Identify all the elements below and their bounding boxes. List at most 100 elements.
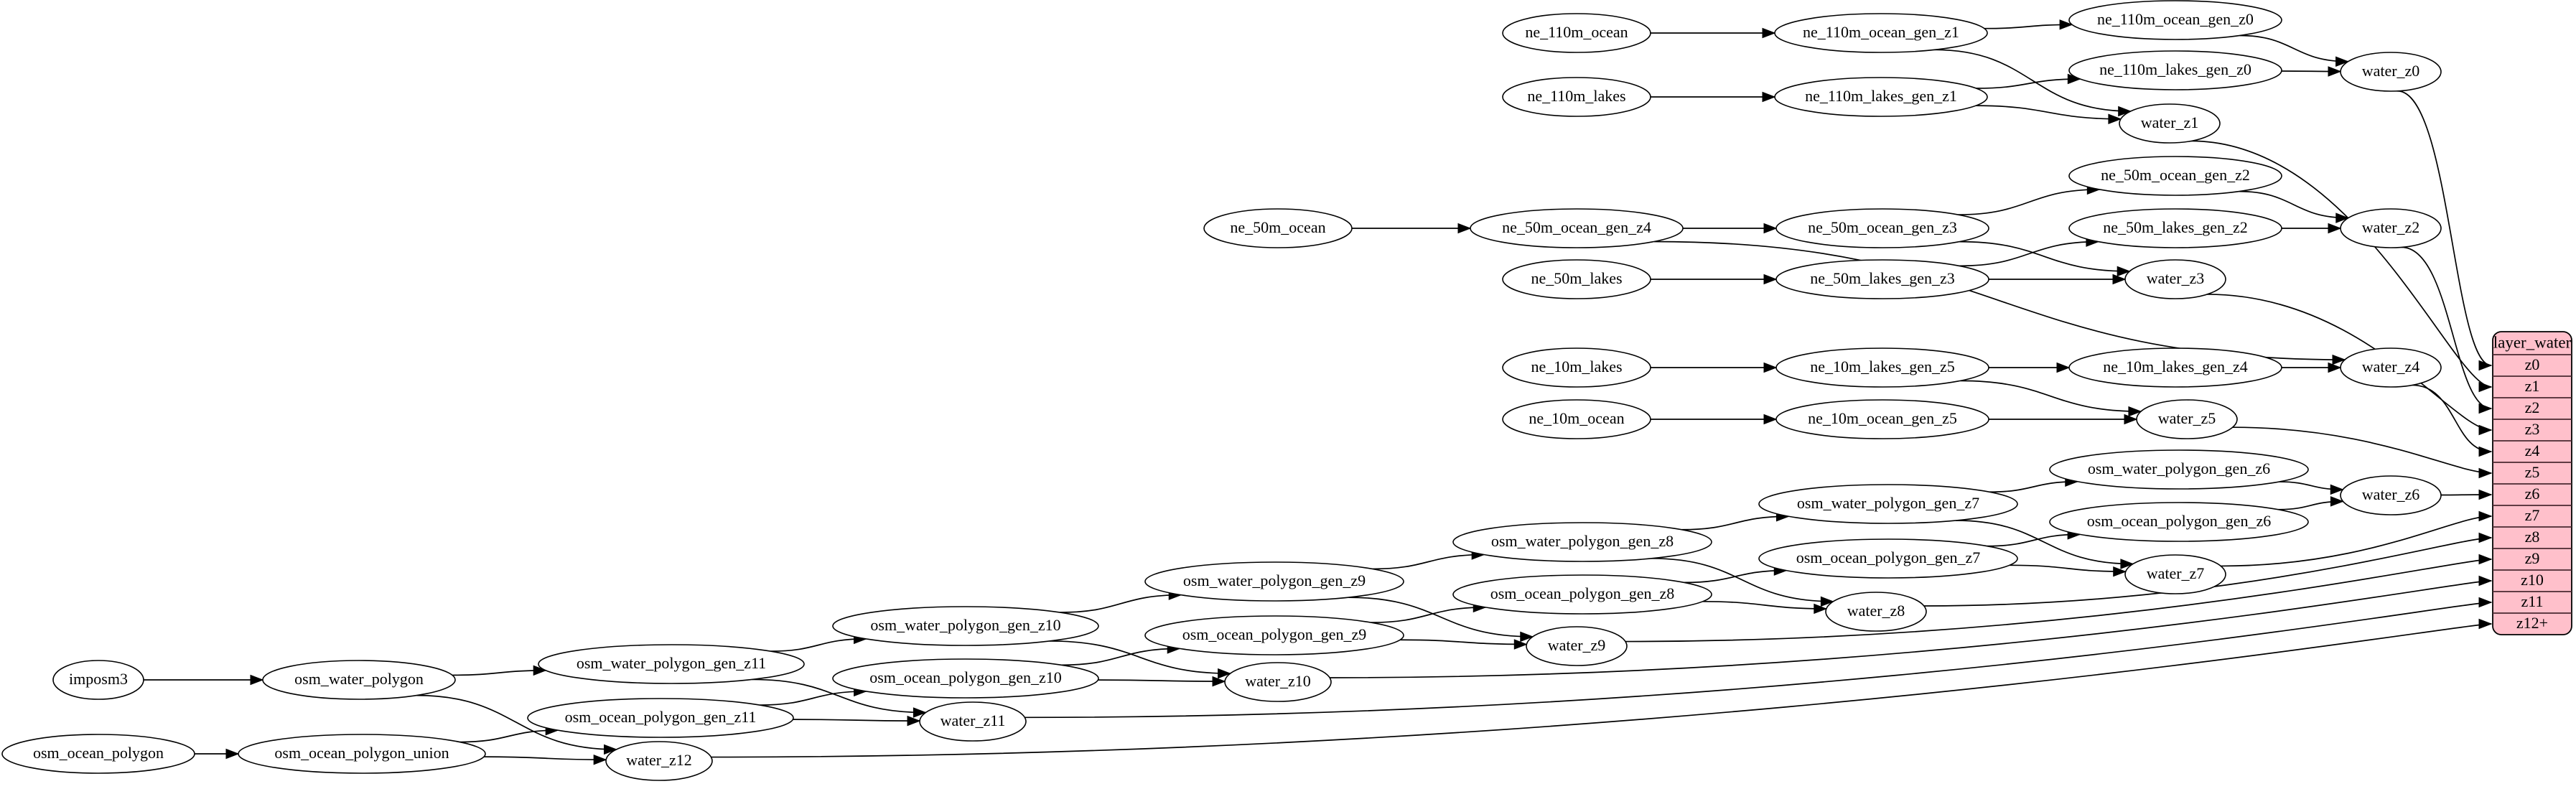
node-shape-ne_50m_lakes_gen_z3	[1775, 259, 1989, 299]
edge-osm_ocean_polygon_gen_z7-to-osm_ocean_polygon_gen_z6	[1987, 533, 2081, 547]
node-ne_50m_lakes_gen_z2[interactable]: ne_50m_lakes_gen_z2	[2068, 208, 2282, 248]
node-shape-ne_110m_ocean_gen_z0	[2068, 0, 2282, 40]
node-ne_10m_lakes[interactable]: ne_10m_lakes	[1502, 347, 1651, 388]
edge-water_z2-to-row-z2	[2401, 246, 2492, 409]
edge-osm_ocean_polygon_gen_z11-to-osm_ocean_polygon_gen_z10	[760, 691, 867, 706]
node-shape-ne_50m_ocean	[1203, 208, 1353, 248]
edge-water_z10-to-row-z10	[1330, 580, 2492, 678]
node-water_z2[interactable]: water_z2	[2340, 208, 2442, 248]
node-osm_ocean_polygon_gen_z8[interactable]: osm_ocean_polygon_gen_z8	[1452, 574, 1712, 615]
edge-osm_water_polygon_gen_z8-to-osm_water_polygon_gen_z7	[1681, 515, 1789, 531]
node-osm_water_polygon_gen_z7[interactable]: osm_water_polygon_gen_z7	[1758, 484, 2018, 524]
node-shape-osm_ocean_polygon_gen_z6	[2049, 502, 2309, 542]
node-ne_50m_lakes_gen_z3[interactable]: ne_50m_lakes_gen_z3	[1775, 259, 1989, 299]
node-osm_water_polygon_gen_z6[interactable]: osm_water_polygon_gen_z6	[2049, 449, 2309, 490]
node-water_z7[interactable]: water_z7	[2124, 554, 2226, 594]
edge-osm_ocean_polygon_gen_z9-to-water_z9	[1400, 639, 1527, 645]
edge-osm_water_polygon_gen_z7-to-water_z7	[1955, 520, 2133, 565]
edge-ne_110m_ocean_gen_z0-to-water_z0	[2239, 34, 2348, 62]
nodes-layer: imposm3 osm_ocean_polygon osm_water_polygo…	[1, 0, 2442, 781]
node-ne_110m_ocean[interactable]: ne_110m_ocean	[1502, 13, 1651, 53]
edge-water_z8-to-row-z8	[1923, 537, 2492, 607]
node-shape-water_z2	[2340, 208, 2442, 248]
node-shape-ne_110m_lakes_gen_z0	[2068, 50, 2282, 90]
node-osm_water_polygon_gen_z9[interactable]: osm_water_polygon_gen_z9	[1144, 561, 1404, 602]
node-shape-osm_ocean_polygon_gen_z10	[832, 658, 1099, 699]
node-water_z1[interactable]: water_z1	[2119, 103, 2221, 144]
node-ne_50m_ocean_gen_z3[interactable]: ne_50m_ocean_gen_z3	[1775, 208, 1989, 248]
node-osm_ocean_polygon_gen_z11[interactable]: osm_ocean_polygon_gen_z11	[527, 698, 794, 738]
node-osm_ocean_polygon_gen_z6[interactable]: osm_ocean_polygon_gen_z6	[2049, 502, 2309, 542]
node-ne_50m_ocean_gen_z2[interactable]: ne_50m_ocean_gen_z2	[2068, 156, 2282, 196]
node-osm_water_polygon_gen_z10[interactable]: osm_water_polygon_gen_z10	[832, 606, 1099, 646]
node-shape-water_z1	[2119, 103, 2221, 144]
node-shape-ne_110m_ocean	[1502, 13, 1651, 53]
node-osm_ocean_polygon_gen_z9[interactable]: osm_ocean_polygon_gen_z9	[1144, 615, 1404, 655]
node-shape-osm_water_polygon_gen_z8	[1452, 522, 1712, 562]
node-ne_110m_lakes_gen_z1[interactable]: ne_110m_lakes_gen_z1	[1774, 77, 1988, 117]
node-ne_50m_ocean_gen_z4[interactable]: ne_50m_ocean_gen_z4	[1470, 208, 1684, 248]
node-water_z12[interactable]: water_z12	[605, 741, 713, 781]
edge-osm_ocean_polygon_gen_z9-to-osm_ocean_polygon_gen_z8	[1371, 607, 1486, 623]
edge-osm_ocean_polygon_gen_z7-to-water_z7	[2009, 564, 2126, 573]
node-osm_water_polygon_gen_z11[interactable]: osm_water_polygon_gen_z11	[538, 644, 805, 684]
edge-water_z1-to-row-z1	[2190, 140, 2492, 388]
node-water_z11[interactable]: water_z11	[919, 701, 1027, 742]
node-shape-water_z3	[2124, 259, 2226, 299]
node-ne_110m_lakes[interactable]: ne_110m_lakes	[1502, 77, 1651, 117]
node-shape-ne_110m_lakes_gen_z1	[1774, 77, 1988, 117]
edge-water_z9-to-row-z9	[1625, 559, 2492, 643]
node-osm_ocean_polygon_gen_z10[interactable]: osm_ocean_polygon_gen_z10	[832, 658, 1099, 699]
node-shape-ne_10m_ocean_gen_z5	[1775, 399, 1989, 439]
node-water_z6[interactable]: water_z6	[2340, 475, 2442, 515]
node-shape-osm_ocean_polygon_gen_z8	[1452, 574, 1712, 615]
edge-osm_water_polygon_gen_z11-to-water_z11	[752, 678, 926, 714]
node-water_z8[interactable]: water_z8	[1825, 592, 1927, 632]
node-shape-osm_water_polygon	[262, 660, 456, 700]
edge-osm_water_polygon_gen_z9-to-water_z9	[1348, 597, 1533, 638]
node-ne_110m_lakes_gen_z0[interactable]: ne_110m_lakes_gen_z0	[2068, 50, 2282, 90]
node-shape-osm_ocean_polygon	[1, 734, 195, 774]
node-osm_ocean_polygon_gen_z7[interactable]: osm_ocean_polygon_gen_z7	[1758, 538, 2018, 579]
node-shape-osm_water_polygon_gen_z6	[2049, 449, 2309, 490]
node-ne_110m_ocean_gen_z1[interactable]: ne_110m_ocean_gen_z1	[1774, 13, 1988, 53]
node-ne_50m_lakes[interactable]: ne_50m_lakes	[1502, 259, 1651, 299]
layer-water-table: layer_waterz0z1z2z3z4z5z6z7z8z9z10z11z12…	[2492, 331, 2572, 635]
node-ne_10m_ocean[interactable]: ne_10m_ocean	[1502, 399, 1651, 439]
node-ne_10m_lakes_gen_z5[interactable]: ne_10m_lakes_gen_z5	[1775, 347, 1989, 388]
node-water_z10[interactable]: water_z10	[1224, 662, 1332, 702]
node-shape-osm_water_polygon_gen_z10	[832, 606, 1099, 646]
node-osm_water_polygon[interactable]: osm_water_polygon	[262, 660, 456, 700]
edge-osm_water_polygon_gen_z10-to-osm_water_polygon_gen_z9	[1060, 594, 1182, 613]
edge-osm_water_polygon_gen_z10-to-water_z10	[1049, 640, 1231, 674]
edge-osm_water_polygon-to-water_z12	[416, 694, 617, 750]
node-water_z3[interactable]: water_z3	[2124, 259, 2226, 299]
edge-osm_water_polygon_gen_z9-to-osm_water_polygon_gen_z8	[1372, 554, 1485, 570]
edge-osm_ocean_polygon_union-to-osm_ocean_polygon_gen_z11	[459, 729, 559, 743]
edges-layer	[144, 19, 2493, 765]
node-shape-ne_10m_lakes_gen_z4	[2068, 347, 2282, 388]
node-ne_110m_ocean_gen_z0[interactable]: ne_110m_ocean_gen_z0	[2068, 0, 2282, 40]
node-water_z9[interactable]: water_z9	[1526, 626, 1628, 666]
edge-ne_50m_ocean_gen_z3-to-water_z3	[1959, 241, 2130, 272]
node-imposm3[interactable]: imposm3	[52, 660, 144, 700]
edge-osm_ocean_polygon_gen_z11-to-water_z11	[793, 719, 920, 722]
edge-osm_water_polygon_gen_z8-to-water_z8	[1651, 557, 1834, 602]
node-shape-water_z6	[2340, 475, 2442, 515]
node-ne_10m_lakes_gen_z4[interactable]: ne_10m_lakes_gen_z4	[2068, 347, 2282, 388]
node-osm_ocean_polygon_union[interactable]: osm_ocean_polygon_union	[238, 734, 486, 774]
node-osm_ocean_polygon[interactable]: osm_ocean_polygon	[1, 734, 195, 774]
table-layer_water[interactable]: layer_waterz0z1z2z3z4z5z6z7z8z9z10z11z12…	[2492, 331, 2572, 635]
node-ne_50m_ocean[interactable]: ne_50m_ocean	[1203, 208, 1353, 248]
node-water_z5[interactable]: water_z5	[2136, 399, 2238, 439]
node-water_z0[interactable]: water_z0	[2340, 52, 2442, 92]
node-shape-ne_110m_lakes	[1502, 77, 1651, 117]
edge-water_z7-to-row-z7	[2221, 515, 2492, 567]
node-water_z4[interactable]: water_z4	[2340, 347, 2442, 388]
node-shape-water_z10	[1224, 662, 1332, 702]
edge-water_z4-to-row-z4	[2412, 384, 2492, 452]
node-ne_10m_ocean_gen_z5[interactable]: ne_10m_ocean_gen_z5	[1775, 399, 1989, 439]
node-shape-osm_ocean_polygon_gen_z11	[527, 698, 794, 738]
node-osm_water_polygon_gen_z8[interactable]: osm_water_polygon_gen_z8	[1452, 522, 1712, 562]
